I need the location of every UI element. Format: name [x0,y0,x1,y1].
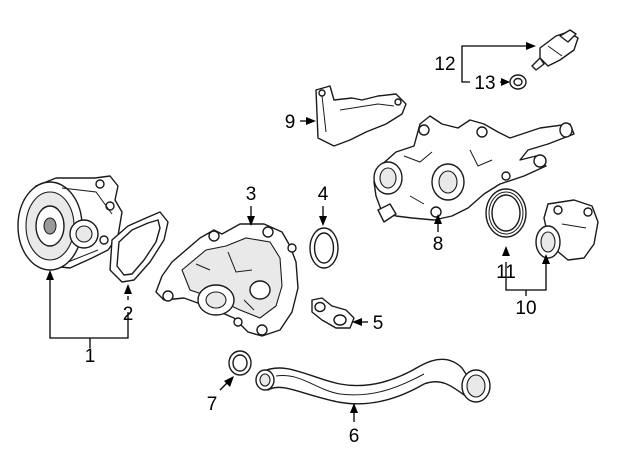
callout-3: 3 [246,184,257,205]
callout-7: 7 [207,394,218,415]
housing-gasket-part[interactable] [315,85,407,147]
water-pump-part[interactable] [17,175,123,271]
callout-2: 2 [123,304,134,325]
outlet-gasket-part[interactable] [311,297,355,329]
callout-1: 1 [85,346,96,367]
hose-o-ring-part[interactable] [228,350,252,376]
callout-12: 12 [434,54,455,75]
callout-labels: 1 2 3 4 5 6 7 8 9 10 11 12 13 [85,54,537,447]
thermostat-outlet-part[interactable] [535,199,599,261]
pump-housing-part[interactable] [155,223,299,337]
callout-11: 11 [496,262,516,283]
coolant-hose-part[interactable] [255,358,491,405]
callout-9: 9 [285,112,296,133]
leader-lines [46,42,550,422]
callout-10: 10 [515,298,536,319]
sensor-washer-part[interactable] [509,74,527,90]
temperature-sensor-part[interactable] [531,29,579,71]
callout-6: 6 [349,426,360,447]
callout-5: 5 [373,313,384,334]
thermostat-housing-part[interactable] [373,115,575,223]
pump-gasket-part[interactable] [109,211,169,283]
thermostat-seal-part[interactable] [485,188,527,238]
callout-13: 13 [474,73,495,94]
callout-8: 8 [433,234,444,255]
o-ring-part[interactable] [309,227,339,269]
callout-4: 4 [318,184,329,205]
